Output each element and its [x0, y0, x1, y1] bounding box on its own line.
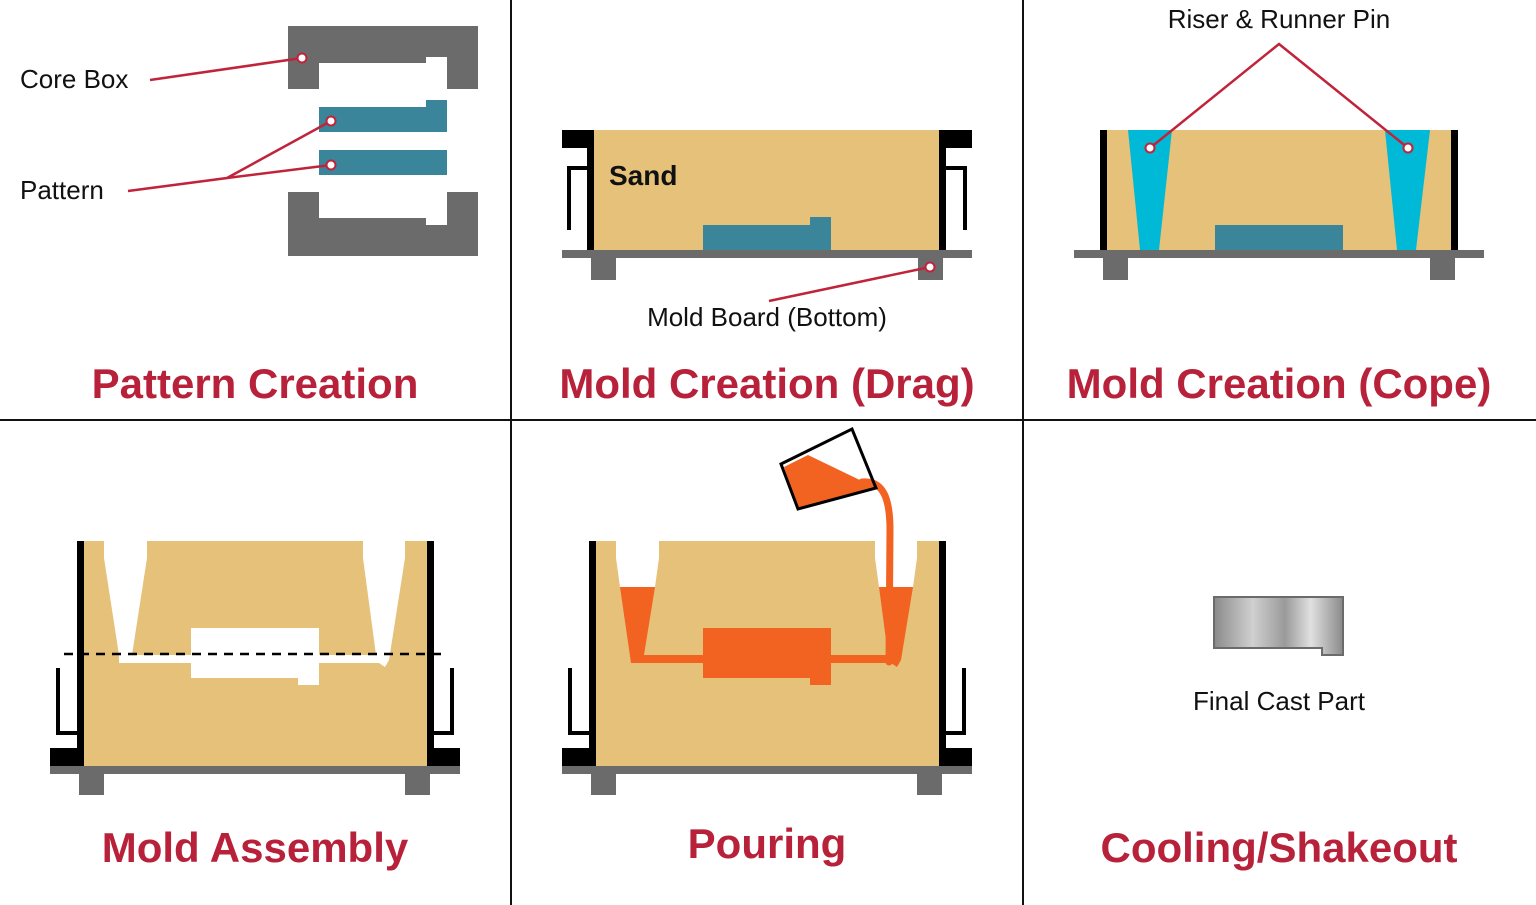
board-foot-left: [591, 258, 616, 280]
final-cast-part: [1213, 596, 1344, 656]
ladle-metal: [784, 455, 874, 508]
panel-title: Pattern Creation: [92, 360, 419, 407]
core-box-top: [288, 26, 478, 89]
mold-board: [1074, 250, 1484, 258]
mold-board: [562, 250, 972, 258]
flask-handles: [567, 166, 967, 230]
label-mold-board: Mold Board (Bottom): [647, 302, 887, 332]
pattern-in-drag: [703, 217, 831, 250]
board-foot-right: [405, 774, 430, 795]
pattern-top-half: [319, 100, 447, 132]
panel-title: Pouring: [688, 820, 847, 867]
panel-mold-assembly: Mold Assembly: [50, 541, 460, 871]
flask-wall-right: [1451, 130, 1458, 250]
callout-lines: [1149, 42, 1409, 149]
callout-line: [768, 265, 931, 303]
pattern-bottom-half: [319, 150, 447, 175]
label-riser-runner-pin: Riser & Runner Pin: [1168, 4, 1391, 34]
panel-mold-cope: Riser & Runner Pin Mold Creation (Cope): [1067, 4, 1492, 407]
mold-board: [50, 766, 460, 774]
panel-pouring: Pouring: [562, 426, 972, 867]
metal-stream: [858, 478, 894, 666]
board-foot-right: [917, 774, 942, 795]
ladle: [779, 426, 879, 511]
panel-title: Mold Creation (Cope): [1067, 360, 1492, 407]
panel-title: Mold Creation (Drag): [559, 360, 974, 407]
flask-handles: [568, 668, 966, 735]
panel-mold-drag: Sand Mold Board (Bottom) Mold Creation (…: [559, 130, 975, 407]
callout-lines: [127, 56, 332, 193]
core-box-bottom: [288, 192, 478, 256]
board-foot-right: [1430, 258, 1455, 280]
riser-pin-right: [1385, 130, 1430, 250]
panel-title: Cooling/Shakeout: [1101, 824, 1458, 871]
mold-board: [562, 766, 972, 774]
flask-handles: [56, 668, 454, 735]
board-foot-left: [79, 774, 104, 795]
callout-dots: [1144, 142, 1414, 154]
panel-cooling-shakeout: Final Cast Part Cooling/Shakeout: [1101, 596, 1458, 871]
flask-drag: [562, 130, 972, 250]
flask-wall-left: [1100, 130, 1107, 250]
label-core-box: Core Box: [20, 64, 128, 94]
label-final-cast-part: Final Cast Part: [1193, 686, 1366, 716]
pattern-in-cope: [1215, 225, 1343, 250]
riser-pin-left: [1128, 130, 1172, 250]
molten-metal: [620, 587, 913, 685]
board-foot-left: [591, 774, 616, 795]
empty-funnel-tops: [616, 541, 917, 587]
mold-cavity: [104, 541, 405, 685]
flask: [50, 541, 460, 766]
callout-dots: [296, 52, 337, 171]
panel-title: Mold Assembly: [102, 824, 409, 871]
board-foot-left: [1103, 258, 1128, 280]
label-pattern: Pattern: [20, 175, 104, 205]
panel-pattern-creation: Core Box Pattern Pattern Creation: [20, 26, 478, 407]
flask: [562, 541, 972, 766]
callout-dot: [924, 261, 936, 273]
label-sand: Sand: [609, 160, 677, 191]
